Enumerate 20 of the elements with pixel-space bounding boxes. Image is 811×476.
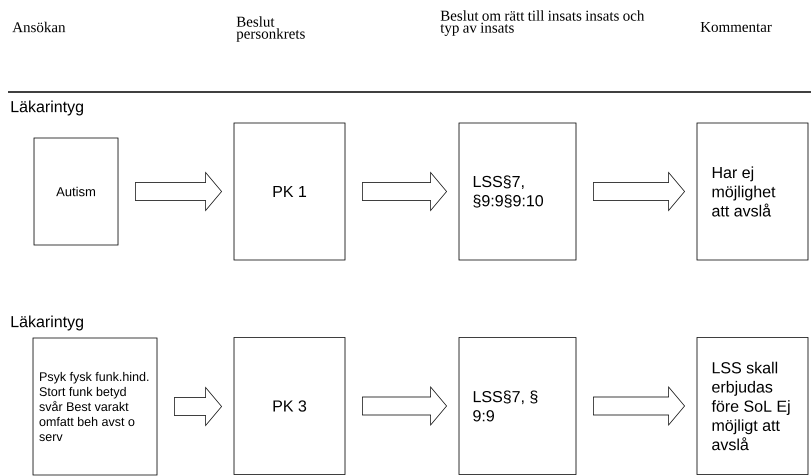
section-label: Läkarintyg xyxy=(12,100,83,116)
process-box: Har ej möjlighet att avslå xyxy=(696,122,808,260)
header-label: Ansökan xyxy=(12,22,66,32)
process-box: PK 3 xyxy=(234,337,346,475)
process-box: LSS skall erbjudas före SoL Ej möjligt att avslå xyxy=(696,337,808,475)
block-arrow xyxy=(362,172,448,212)
block-arrow xyxy=(135,172,222,212)
process-box: LSS§7, § 9:9 xyxy=(458,337,576,475)
process-box: LSS§7, §9:9§9:10 xyxy=(458,122,576,260)
block-arrow xyxy=(593,172,686,212)
block-arrow xyxy=(593,386,686,426)
process-box: Autism xyxy=(34,138,118,246)
header-label: Beslut om rätt till insats insats och typ av insats xyxy=(440,10,644,36)
header-label: Beslut personkrets xyxy=(236,16,305,42)
process-box: PK 1 xyxy=(234,122,346,260)
block-arrow xyxy=(174,386,222,426)
section-label: Läkarintyg xyxy=(12,316,83,330)
header-label: Kommentar xyxy=(700,22,772,32)
process-box: Psyk fysk funk.hind. Stort funk betyd svår Best varakt omfatt beh avst o serv xyxy=(32,338,158,476)
block-arrow xyxy=(362,386,448,426)
